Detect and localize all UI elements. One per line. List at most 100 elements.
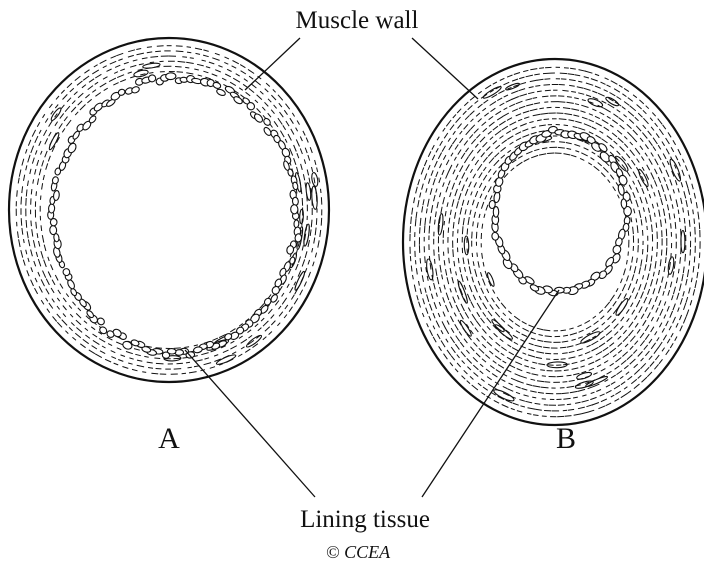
muscle-fibre-dash	[230, 329, 235, 332]
muscle-fibre-dash	[558, 147, 565, 148]
muscle-fibre-dash	[659, 168, 662, 174]
muscle-fibre-dash	[618, 195, 620, 199]
muscle-fibre-dash	[291, 295, 294, 300]
muscle-fibre-dash	[261, 318, 264, 321]
muscle-fibre-dash	[647, 312, 650, 318]
muscle-fibre-dash	[147, 362, 153, 363]
muscle-fibre-dash	[617, 130, 622, 134]
muscle-fibre-dash	[500, 136, 504, 139]
muscle-fibre-dash	[468, 105, 473, 109]
muscle-fibre-dash	[653, 288, 655, 294]
muscle-fibre-dash	[544, 119, 550, 120]
muscle-fibre-dash	[75, 112, 78, 115]
muscle-fibre-dash	[524, 117, 529, 119]
muscle-fibre-dash	[154, 358, 160, 359]
muscle-fibre-dash	[63, 314, 66, 317]
muscle-fibre-dash	[511, 91, 518, 94]
muscle-fibre-dash	[564, 125, 568, 126]
muscle-fibre-dash	[617, 110, 621, 113]
muscle-fibre-dash	[672, 295, 674, 300]
muscle-fibre-dash	[202, 60, 206, 61]
muscle-fibre-dash	[612, 319, 616, 323]
muscle-fibre-dash	[596, 123, 602, 126]
muscle-fibre-dash	[531, 132, 537, 134]
muscle-fibre-dash	[177, 72, 183, 73]
muscle-fibre-dash	[465, 189, 468, 196]
muscle-fibre-dash	[418, 179, 420, 185]
muscle-fibre-dash	[472, 200, 474, 206]
muscle-fibre-dash	[670, 282, 671, 288]
muscle-fibre-dash	[443, 128, 445, 131]
muscle-fibre-dash	[682, 170, 684, 176]
muscle-fibre-dash	[313, 262, 315, 267]
muscle-fibre-dash	[603, 167, 608, 172]
muscle-fibre-dash	[470, 347, 474, 351]
muscle-fibre-dash	[645, 307, 647, 311]
muscle-fibre-dash	[302, 245, 303, 250]
muscle-fibre-dash	[666, 184, 668, 190]
muscle-fibre-dash	[450, 362, 453, 366]
muscle-fibre-dash	[589, 114, 593, 116]
muscle-fibre-dash	[654, 213, 655, 217]
muscle-fibre-dash	[455, 145, 458, 150]
muscle-fibre-dash	[639, 284, 641, 290]
muscle-fibre-dash	[567, 386, 575, 387]
muscle-fibre-dash	[422, 184, 424, 190]
lining-cell	[148, 74, 156, 82]
muscle-fibre-dash	[586, 95, 591, 97]
muscle-fibre-dash	[425, 256, 426, 263]
muscle-fibre-dash	[669, 213, 670, 220]
muscle-fibre-dash	[599, 343, 605, 347]
muscle-fibre-dash	[643, 320, 647, 326]
muscle-fibre-dash	[613, 114, 618, 117]
muscle-fibre-dash	[55, 275, 58, 281]
muscle-fibre-dash	[258, 328, 262, 331]
muscle-fibre-dash	[636, 300, 640, 307]
muscle-fibre-dash	[680, 218, 681, 222]
muscle-fibre-dash	[615, 366, 620, 369]
muscle-fibre-dash	[633, 192, 635, 198]
muscle-fibre-dash	[536, 352, 544, 354]
muscle-fibre-dash	[640, 146, 643, 150]
muscle-fibre-dash	[659, 300, 661, 306]
muscle-fibre-dash	[471, 139, 475, 144]
muscle-fibre-dash	[55, 105, 58, 109]
muscle-cell-nucleus	[299, 209, 303, 224]
muscle-fibre-dash	[537, 381, 544, 382]
muscle-fibre-dash	[482, 224, 483, 229]
muscle-fibre-dash	[585, 71, 593, 73]
muscle-fibre-dash	[473, 221, 474, 226]
muscle-fibre-dash	[660, 259, 661, 266]
muscle-fibre-dash	[63, 306, 67, 311]
muscle-fibre-dash	[460, 138, 463, 143]
muscle-fibre-dash	[26, 250, 27, 255]
muscle-fibre-dash	[60, 284, 63, 289]
muscle-fibre-dash	[467, 276, 468, 280]
muscle-fibre-dash	[578, 325, 582, 327]
muscle-fibre-dash	[436, 189, 437, 193]
muscle-fibre-dash	[302, 259, 305, 266]
muscle-fibre-dash	[477, 149, 480, 153]
muscle-fibre-dash	[601, 173, 605, 177]
muscle-fibre-dash	[538, 364, 545, 365]
muscle-fibre-dash	[567, 102, 574, 103]
muscle-fibre-dash	[608, 316, 612, 320]
muscle-fibre-dash	[443, 155, 446, 160]
muscle-fibre-dash	[420, 288, 421, 294]
muscle-fibre-dash	[596, 351, 602, 355]
muscle-fibre-dash	[37, 160, 39, 166]
muscle-fibre-dash	[600, 336, 605, 339]
muscle-fibre-dash	[575, 402, 581, 403]
muscle-fibre-dash	[508, 311, 511, 314]
muscle-fibre-dash	[483, 279, 486, 286]
muscle-fibre-dash	[287, 284, 289, 288]
muscle-fibre-dash	[78, 101, 82, 105]
muscle-fibre-dash	[569, 120, 575, 121]
muscle-fibre-dash	[621, 317, 624, 321]
muscle-fibre-dash	[641, 358, 644, 361]
muscle-fibre-dash	[49, 132, 51, 136]
muscle-fibre-dash	[482, 253, 483, 259]
muscle-fibre-dash	[443, 297, 445, 302]
muscle-fibre-dash	[212, 338, 218, 340]
muscle-fibre-dash	[26, 165, 27, 170]
